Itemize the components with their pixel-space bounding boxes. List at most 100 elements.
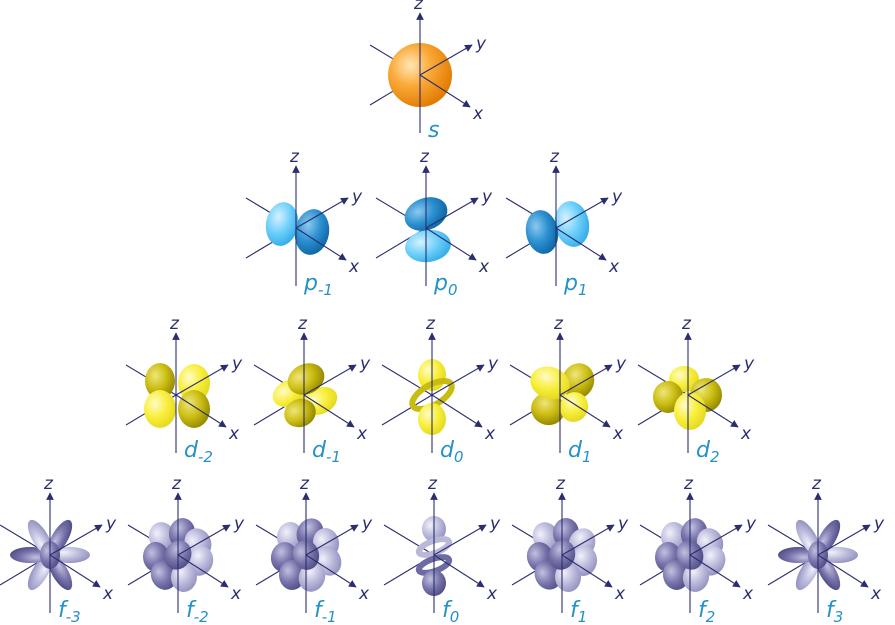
d-lobe <box>144 390 176 428</box>
x-axis-label: x <box>102 584 114 604</box>
z-axis-label: z <box>811 474 822 494</box>
x-axis <box>295 227 347 261</box>
orbital-subscript: 0 <box>454 448 464 466</box>
orbital-subscript: -1 <box>322 608 337 625</box>
x-axis <box>177 554 229 588</box>
z-axis-label: z <box>43 474 54 494</box>
y-axis-label: y <box>359 354 371 374</box>
orbital-f-3: z y x f3 <box>767 474 885 625</box>
orbital-label: f-2 <box>186 598 209 625</box>
orbital-label: f0 <box>442 598 459 625</box>
orbital-f--1: z y x f-1 <box>255 474 373 625</box>
orbital-subscript: -3 <box>66 608 81 625</box>
orbital-subscript: 2 <box>710 448 720 466</box>
y-axis <box>431 364 485 396</box>
x-axis <box>561 554 613 588</box>
y-axis <box>295 197 349 229</box>
orbital-letter: s <box>428 118 439 143</box>
orbital-label: d2 <box>696 438 720 466</box>
x-axis-label: x <box>358 584 370 604</box>
y-axis <box>689 524 743 556</box>
z-axis-label: z <box>553 314 564 334</box>
orbital-label: f-1 <box>314 598 337 625</box>
orbital-subscript: 3 <box>834 608 844 625</box>
x-axis-label: x <box>348 257 360 277</box>
orbital-letter: d <box>568 438 583 463</box>
p-lobe <box>405 229 451 263</box>
orbital-subscript: -1 <box>326 448 341 466</box>
orbital-subscript: 2 <box>706 608 716 625</box>
x-axis-label: x <box>230 584 242 604</box>
orbital-label: p1 <box>563 271 588 299</box>
orbital-label: p-1 <box>303 271 333 299</box>
orbital-letter: p <box>303 271 318 296</box>
y-axis-label: y <box>231 354 243 374</box>
orbital-letter: f <box>314 598 325 623</box>
x-axis <box>419 74 471 108</box>
y-axis-back <box>381 394 433 426</box>
orbital-letter: f <box>442 598 453 623</box>
y-axis-label: y <box>351 187 363 207</box>
orbital-label: p0 <box>433 271 458 299</box>
f-lobe <box>818 547 858 563</box>
y-axis <box>49 524 103 556</box>
y-axis <box>555 197 609 229</box>
y-axis <box>561 524 615 556</box>
x-axis-label: x <box>472 104 484 124</box>
z-axis-label: z <box>427 474 438 494</box>
orbital-label: d-2 <box>184 438 213 466</box>
orbital-letter: p <box>433 271 448 296</box>
y-axis-label: y <box>873 514 885 534</box>
x-axis <box>689 554 741 588</box>
z-axis-label: z <box>169 314 180 334</box>
p-lobe <box>294 209 330 255</box>
d-lobe <box>287 363 325 395</box>
d-lobe <box>284 398 316 428</box>
orbital-subscript: 0 <box>450 608 460 625</box>
d-lobe <box>145 363 175 399</box>
x-axis <box>559 394 611 428</box>
x-axis-label: x <box>870 584 882 604</box>
y-axis <box>559 364 613 396</box>
orbital-letter: d <box>440 438 455 463</box>
f-lobe <box>10 547 50 563</box>
y-axis-label: y <box>361 514 373 534</box>
x-axis <box>175 394 227 428</box>
x-axis <box>303 394 355 428</box>
z-axis-label: z <box>297 314 308 334</box>
f-ring <box>415 536 453 558</box>
x-axis <box>433 554 485 588</box>
y-axis-label: y <box>487 354 499 374</box>
f-lobe <box>682 562 710 592</box>
z-axis-label: z <box>555 474 566 494</box>
y-axis-label: y <box>743 354 755 374</box>
y-axis-label: y <box>233 514 245 534</box>
d-lobe <box>531 392 565 426</box>
z-axis-label: z <box>299 474 310 494</box>
x-axis-label: x <box>742 584 754 604</box>
x-axis <box>555 227 607 261</box>
y-axis-label: y <box>745 514 757 534</box>
x-axis <box>425 227 477 261</box>
orbital-label: f1 <box>570 598 587 625</box>
z-axis-label: z <box>171 474 182 494</box>
d-lobe <box>178 364 210 402</box>
orbital-f--2: z y x f-2 <box>127 474 245 625</box>
y-axis <box>305 524 359 556</box>
orbital-letter: f <box>186 598 197 623</box>
x-axis <box>305 554 357 588</box>
orbital-letter: f <box>826 598 837 623</box>
orbital-label: s <box>428 118 439 143</box>
orbital-letter: f <box>58 598 69 623</box>
